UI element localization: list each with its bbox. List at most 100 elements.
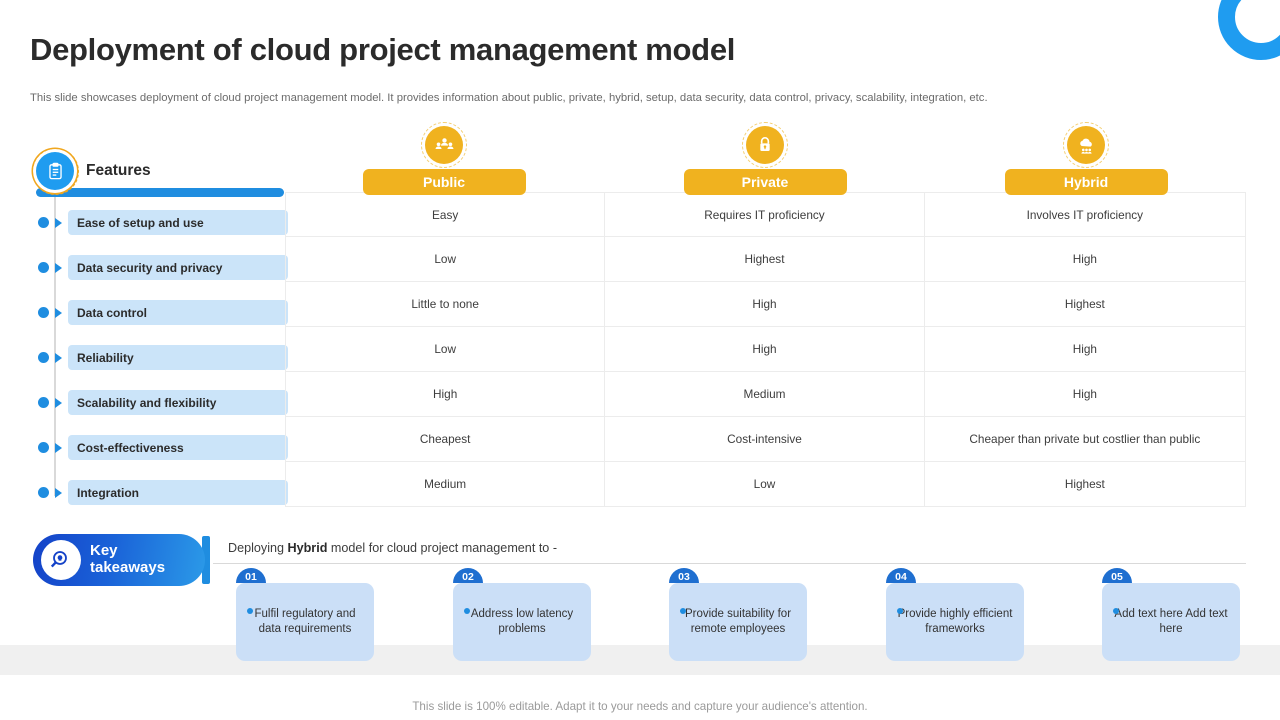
key-takeaways-line1: Key: [90, 542, 118, 560]
table-cell: Cheaper than private but costlier than p…: [969, 432, 1201, 446]
table-cell: Cost-intensive: [605, 417, 925, 461]
table-row: Cheapest Cost-intensive Cheaper than pri…: [286, 417, 1245, 462]
feature-label: Reliability: [68, 345, 288, 370]
table-cell: Easy: [286, 193, 606, 236]
bullet-dot-icon: [38, 487, 49, 498]
table-cell: Highest: [1064, 297, 1105, 311]
table-cell: Cheapest: [286, 417, 606, 461]
column-label: Private: [683, 169, 847, 195]
takeaway-number-badge: 01: [236, 568, 266, 583]
people-group-icon: [421, 122, 467, 168]
triangle-arrow-icon: [55, 352, 62, 363]
feature-item[interactable]: Cost-effectiveness: [38, 425, 288, 470]
takeaway-number-badge: 02: [453, 568, 483, 583]
takeaway-number-badge: 03: [669, 568, 699, 583]
feature-item[interactable]: Data control: [38, 290, 288, 335]
feature-label: Data security and privacy: [68, 255, 288, 280]
column-header-hybrid[interactable]: Hybrid: [986, 122, 1186, 195]
takeaway-text: Address low latency problems: [453, 583, 591, 661]
feature-label: Integration: [68, 480, 288, 505]
takeaway-text: Fulfil regulatory and data requirements: [236, 583, 374, 661]
takeaway-number-badge: 05: [1102, 568, 1132, 583]
table-cell: Medium: [605, 372, 925, 416]
subtitle-prefix: Deploying: [228, 541, 288, 555]
column-header-private[interactable]: Private: [665, 122, 865, 195]
bullet-dot-icon: [38, 397, 49, 408]
takeaway-text: Add text here Add text here: [1102, 583, 1240, 661]
feature-item[interactable]: Scalability and flexibility: [38, 380, 288, 425]
feature-label: Ease of setup and use: [68, 210, 288, 235]
bullet-dot-icon: [38, 217, 49, 228]
table-cell: High: [1072, 387, 1097, 401]
table-cell: Medium: [286, 462, 606, 506]
bullet-dot-icon: [38, 352, 49, 363]
table-cell: High: [286, 372, 606, 416]
features-underline-bar: [36, 188, 284, 197]
triangle-arrow-icon: [55, 307, 62, 318]
features-rail-line: [54, 194, 56, 496]
takeaway-number-badge: 04: [886, 568, 916, 583]
column-header-public[interactable]: Public: [344, 122, 544, 195]
feature-label: Cost-effectiveness: [68, 435, 288, 460]
table-cell: High: [1072, 252, 1097, 266]
background-band: [0, 645, 1280, 675]
feature-item[interactable]: Reliability: [38, 335, 288, 380]
takeaway-text: Provide highly efficient frameworks: [886, 583, 1024, 661]
features-header: Features: [31, 147, 151, 195]
table-cell: Highest: [1064, 477, 1105, 491]
key-takeaways-accent-bar: [202, 536, 210, 584]
column-label: Public: [362, 169, 526, 195]
magnifier-bulb-icon: [41, 540, 81, 580]
triangle-arrow-icon: [55, 397, 62, 408]
triangle-arrow-icon: [55, 217, 62, 228]
table-cell: Involves IT proficiency: [1026, 207, 1144, 222]
key-takeaways-line2: takeaways: [90, 559, 166, 576]
feature-item[interactable]: Data security and privacy: [38, 245, 288, 290]
subtitle-bold: Hybrid: [287, 541, 328, 555]
padlock-icon: [742, 122, 788, 168]
table-cell: Highest: [605, 237, 925, 281]
key-takeaways-divider: [213, 563, 1246, 564]
feature-item[interactable]: Ease of setup and use: [38, 200, 288, 245]
table-row: Low Highest High: [286, 237, 1245, 282]
feature-label: Data control: [68, 300, 288, 325]
table-row: High Medium High: [286, 372, 1245, 417]
table-row: Little to none High Highest: [286, 282, 1245, 327]
table-cell: High: [605, 327, 925, 371]
decorative-ring-icon: [1218, 0, 1280, 60]
footer-note: This slide is 100% editable. Adapt it to…: [412, 700, 868, 713]
triangle-arrow-icon: [55, 487, 62, 498]
table-row: Low High High: [286, 327, 1245, 372]
comparison-table: Easy Requires IT proficiency Involves IT…: [285, 192, 1246, 507]
key-takeaways-badge: Key takeaways: [33, 534, 205, 586]
table-cell: Low: [605, 462, 925, 506]
column-label: Hybrid: [1004, 169, 1168, 195]
features-title: Features: [86, 162, 151, 179]
key-takeaways-subtitle: Deploying Hybrid model for cloud project…: [228, 541, 557, 555]
takeaway-text: Provide suitability for remote employees: [669, 583, 807, 661]
page-subtitle: This slide showcases deployment of cloud…: [30, 92, 988, 104]
key-takeaways-label: Key takeaways: [90, 542, 166, 577]
connector-dot-icon: [464, 608, 470, 614]
connector-dot-icon: [1113, 608, 1119, 614]
table-cell: Low: [286, 237, 606, 281]
table-row: Medium Low Highest: [286, 462, 1245, 507]
clipboard-checklist-icon: [31, 147, 79, 195]
cloud-people-icon: [1063, 122, 1109, 168]
connector-dot-icon: [247, 608, 253, 614]
table-cell: Requires IT proficiency: [605, 193, 925, 236]
triangle-arrow-icon: [55, 442, 62, 453]
table-row: Easy Requires IT proficiency Involves IT…: [286, 192, 1245, 237]
bullet-dot-icon: [38, 442, 49, 453]
features-list: Ease of setup and use Data security and …: [38, 200, 288, 515]
bullet-dot-icon: [38, 262, 49, 273]
triangle-arrow-icon: [55, 262, 62, 273]
table-cell: Low: [286, 327, 606, 371]
table-cell: High: [605, 282, 925, 326]
feature-item[interactable]: Integration: [38, 470, 288, 515]
feature-label: Scalability and flexibility: [68, 390, 288, 415]
subtitle-suffix: model for cloud project management to -: [327, 541, 558, 555]
bullet-dot-icon: [38, 307, 49, 318]
connector-dot-icon: [680, 608, 686, 614]
